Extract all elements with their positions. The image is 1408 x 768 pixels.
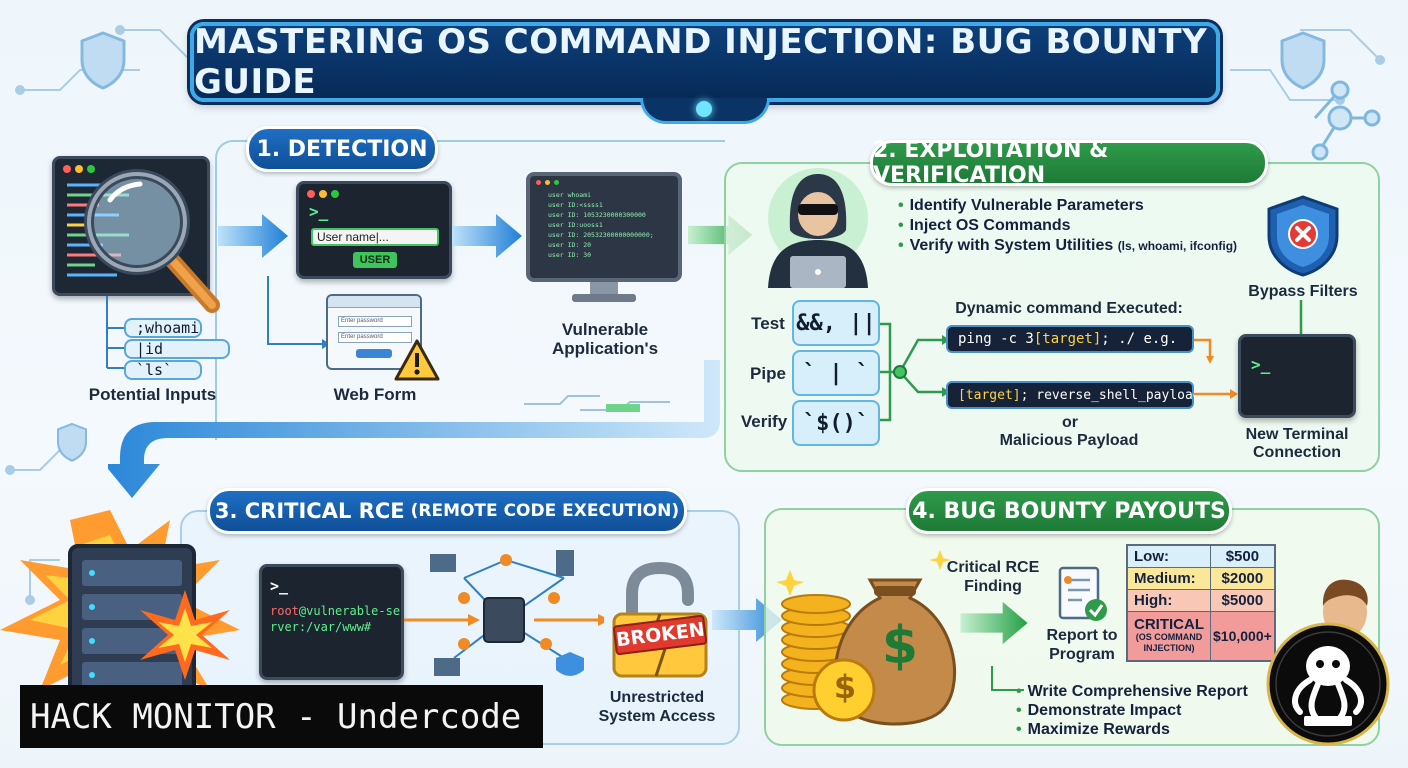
circuit-decoration (524, 395, 670, 412)
vulnerable-app-label: Vulnerable Application's (551, 320, 659, 358)
test-label: Test (751, 314, 785, 333)
root-shell-window: >_ root@vulnerable-server:/var/www# (259, 564, 404, 680)
operator-subshell: `$()` (792, 400, 880, 446)
monitor-base (572, 294, 636, 302)
verify-label: Verify (740, 412, 788, 431)
shield-connector (1299, 300, 1303, 334)
page-title: MASTERING OS COMMAND INJECTION: BUG BOUN… (194, 22, 1208, 102)
app-monitor: user whoami user ID:<ssss1 user ID: 1053… (526, 172, 682, 282)
exploitation-bullets: Identify Vulnerable Parameters Inject OS… (898, 196, 1278, 256)
magnifier-icon (84, 169, 220, 313)
web-form-label: Web Form (333, 385, 417, 404)
coin-dollar-sign: $ (833, 668, 857, 706)
shell-line: root@vulnerable-server:/var/www# (270, 604, 401, 634)
return-arrow-icon (108, 360, 720, 498)
exploitation-header: 2. EXPLOITATION & VERIFICATION (870, 138, 1268, 188)
payout-amount: $10,000+ (1209, 610, 1276, 662)
watermark-banner: HACK MONITOR - Undercode (20, 685, 543, 748)
shield-x-icon (1267, 195, 1339, 277)
dynamic-command-label: Dynamic command Executed: (955, 300, 1183, 317)
bullet-item: Maximize Rewards (1016, 720, 1266, 739)
web-form-submit[interactable] (356, 349, 392, 358)
rce-header: 3. CRITICAL RCE (REMOTE CODE EXECUTION) (207, 488, 687, 534)
bullet-connector (991, 666, 1024, 691)
table-row: Low: $500 (1126, 544, 1276, 568)
new-terminal-window: >_ (1238, 334, 1356, 418)
web-form-window: Enter password Enter password (326, 294, 422, 370)
payouts-header: 4. BUG BOUNTY PAYOUTS (906, 488, 1232, 534)
username-input[interactable]: User name|... (311, 228, 439, 246)
spark-icon (140, 590, 230, 680)
detection-header: 1. DETECTION (246, 126, 438, 172)
bullet-item: Demonstrate Impact (1016, 701, 1266, 720)
malicious-payload-label: Malicious Payload (999, 432, 1139, 449)
warning-icon (394, 339, 440, 381)
payout-bullets: Write Comprehensive Report Demonstrate I… (1016, 682, 1266, 739)
bullet-item: Inject OS Commands (898, 216, 1278, 236)
prompt-glyph: >_ (1251, 355, 1271, 374)
report-document-icon (1058, 566, 1107, 621)
payout-level: Low: (1126, 544, 1211, 568)
shell-prompt: >_ (270, 577, 289, 595)
payout-amount: $500 (1209, 544, 1276, 568)
command-ping: ping -c 3 [target]; ./ e.g. (946, 325, 1194, 353)
hacker-icon (768, 168, 868, 288)
title-banner: MASTERING OS COMMAND INJECTION: BUG BOUN… (190, 22, 1220, 102)
bullet-item: Identify Vulnerable Parameters (898, 196, 1278, 216)
input-pill-ls: `ls` (124, 360, 202, 380)
payout-amount: $5000 (1209, 588, 1276, 612)
critical-finding-label: Critical RCE Finding (946, 559, 1040, 595)
unrestricted-access-label: Unrestricted System Access (598, 689, 716, 725)
keyhole-icon (696, 101, 712, 117)
shield-icon (57, 422, 87, 462)
bag-dollar-sign: $ (881, 616, 919, 676)
new-terminal-label: New Terminal Connection (1245, 426, 1349, 461)
bullet-item: Write Comprehensive Report (1016, 682, 1266, 701)
shield-icon (1280, 31, 1326, 90)
monitor-stand (590, 282, 618, 296)
arrow-right-icon (960, 601, 1028, 645)
payout-table: Low: $500 Medium: $2000 High: $5000 CRIT… (1126, 544, 1276, 662)
payout-level: Medium: (1126, 566, 1211, 590)
table-row: Medium: $2000 (1126, 566, 1276, 590)
table-row: High: $5000 (1126, 588, 1276, 612)
web-form-field[interactable]: Enter password (338, 332, 412, 343)
bullet-item: Verify with System Utilities (ls, whoami… (898, 236, 1278, 256)
command-reverse-shell: [target]; reverse_shell_payload (946, 381, 1201, 409)
flow-arrows-orange (1194, 338, 1238, 399)
network-diagram (404, 550, 604, 676)
operator-and-or: &&, || (792, 300, 880, 346)
payout-level: CRITICAL (OS COMMAND INJECTION) (1126, 610, 1211, 662)
detection-panel (215, 140, 725, 440)
app-terminal-output: user whoami user ID:<ssss1 user ID: 1053… (548, 191, 654, 259)
report-to-program-label: Report to Program (1046, 627, 1118, 663)
potential-inputs-label: Potential Inputs (88, 385, 217, 404)
user-button[interactable]: USER (353, 252, 397, 268)
operator-pipe: ` | ` (792, 350, 880, 396)
watermark-text: HACK MONITOR - Undercode (30, 696, 522, 737)
input-pill-id: |id (124, 339, 230, 359)
arrow-right-icon (218, 214, 288, 258)
or-label: or (1062, 414, 1078, 431)
web-form-field[interactable]: Enter password (338, 316, 412, 327)
login-window: >_ User name|... USER (296, 181, 452, 279)
arrow-right-icon (452, 214, 522, 258)
shield-icon (80, 31, 126, 90)
pipe-label: Pipe (750, 364, 786, 383)
octopus-logo-icon (1266, 622, 1390, 746)
payout-amount: $2000 (1209, 566, 1276, 590)
prompt-glyph: >_ (309, 202, 329, 221)
table-row: CRITICAL (OS COMMAND INJECTION) $10,000+ (1126, 610, 1276, 662)
money-bag-icon (776, 550, 957, 726)
payout-level: High: (1126, 588, 1211, 612)
input-pill-whoami: ;whoami (124, 318, 202, 338)
bypass-filters-label: Bypass Filters (1248, 283, 1358, 300)
